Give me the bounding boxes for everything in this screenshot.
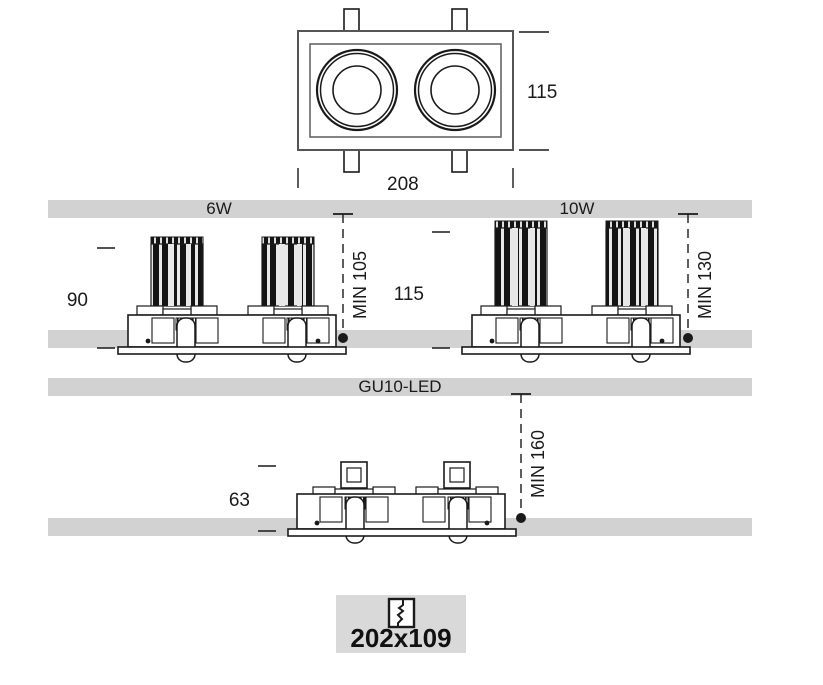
clearance-label-gu10: MIN 160 (528, 430, 548, 498)
screw-dot (489, 338, 495, 344)
cutout-badge: 202x109 (336, 595, 466, 653)
screw-dot (315, 338, 321, 344)
gu10-lamp-right (443, 461, 471, 489)
heatsink-brackets-6w (136, 305, 329, 316)
height-value-6w: 90 (67, 290, 88, 311)
clearance-dimension-6w (333, 213, 353, 343)
variant-label-6w: 6W (206, 199, 232, 218)
gu10-lamp-left (340, 461, 368, 489)
clearance-label-10w: MIN 130 (695, 251, 715, 319)
heatsink-right-6w (261, 236, 315, 307)
variant-label-gu10: GU10-LED (358, 377, 441, 396)
top-view-width-value: 208 (387, 174, 419, 195)
heatsink-left-10w (494, 220, 548, 307)
height-dimension-6w (97, 247, 115, 349)
top-view-width-dimension (297, 168, 514, 188)
top-view-height-dimension (519, 31, 549, 151)
cutout-dimension-label: 202x109 (350, 623, 451, 653)
height-value-gu10: 63 (229, 490, 250, 511)
mounting-tabs-bottom (343, 148, 468, 173)
screw-dot (145, 338, 151, 344)
section-10w: 115 MIN 130 (394, 213, 715, 363)
heatsink-brackets-10w (480, 305, 673, 316)
clearance-dimension-gu10 (511, 393, 531, 523)
flange-6w (117, 346, 347, 355)
housing-compartments-10w (495, 317, 674, 344)
height-dimension-10w (432, 231, 450, 349)
housing-compartments-gu10 (319, 496, 492, 523)
screw-dot (484, 520, 490, 526)
mounting-tabs-top (343, 8, 468, 33)
ceiling-cutout-icon (387, 597, 416, 629)
clearance-dimension-10w (678, 213, 698, 343)
top-view-group: 115 208 (297, 8, 557, 195)
lamp-opening-right (413, 48, 497, 132)
height-value-10w: 115 (394, 284, 424, 305)
flange-gu10 (287, 528, 517, 537)
heatsink-left-6w (150, 236, 204, 307)
flange-10w (461, 346, 691, 355)
screw-dot (659, 338, 665, 344)
fixture-inner-frame (309, 43, 502, 138)
clearance-label-6w: MIN 105 (350, 251, 370, 319)
ceiling-band-upper (48, 200, 752, 218)
variant-label-10w: 10W (560, 199, 595, 218)
screw-dot (314, 520, 320, 526)
height-dimension-gu10 (258, 465, 276, 532)
ceiling-band-upper-row2 (48, 378, 752, 396)
section-6w: 90 MIN 105 (67, 213, 370, 363)
section-gu10: 63 MIN 160 (229, 393, 548, 544)
top-view-height-value: 115 (527, 82, 557, 103)
lamp-opening-left (315, 48, 399, 132)
housing-compartments-6w (151, 317, 330, 344)
heatsink-right-10w (605, 220, 659, 307)
